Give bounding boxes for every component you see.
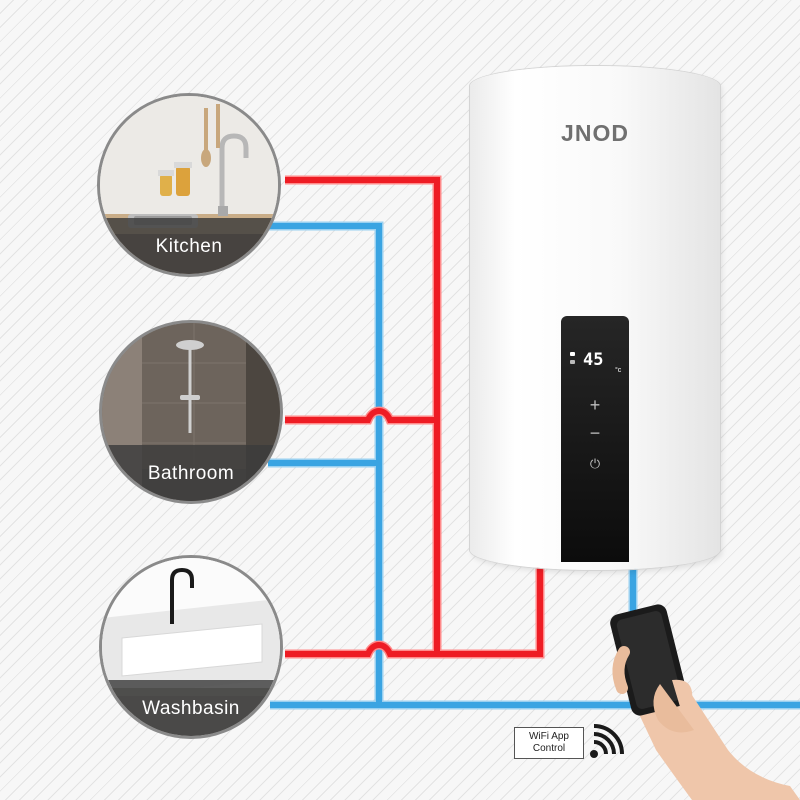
indicator-dot [570,360,575,364]
washbasin-label: Washbasin [142,698,240,719]
temperature-unit: °c [615,367,622,374]
power-icon[interactable]: ⏻ [589,456,601,471]
brand-logo: JNOD [561,120,629,146]
hot-pipe-bathroom [285,408,437,423]
washbasin-image: Washbasin [99,555,283,739]
cold-pipe-kitchen [268,223,382,705]
wifi-badge-line1: WiFi App [528,731,569,742]
hand-icon [610,604,800,800]
kitchen-image: Kitchen [97,93,281,277]
water-heater: JNOD 45 °c + − ⏻ [470,66,720,570]
minus-icon[interactable]: − [589,423,601,443]
smartphone-icon [610,604,688,716]
wifi-badge-line2: Control [532,743,566,754]
hot-pipe-kitchen [285,177,440,654]
control-panel: 45 °c + − ⏻ [561,316,629,562]
bathroom-label: Bathroom [147,463,235,484]
kitchen-label-band [100,218,278,274]
bathroom-image: Bathroom [99,320,283,504]
temperature-display: 45 [583,350,604,370]
hot-pipe-washbasin [285,566,543,657]
indicator-dot [570,352,575,356]
plus-icon[interactable]: + [589,395,601,415]
bathroom-label-band [102,445,280,501]
washbasin-label-band [102,680,280,736]
wifi-app-control-badge: WiFi App Control [514,727,584,759]
kitchen-label: Kitchen [155,236,223,257]
wifi-signal-icon [590,724,624,758]
